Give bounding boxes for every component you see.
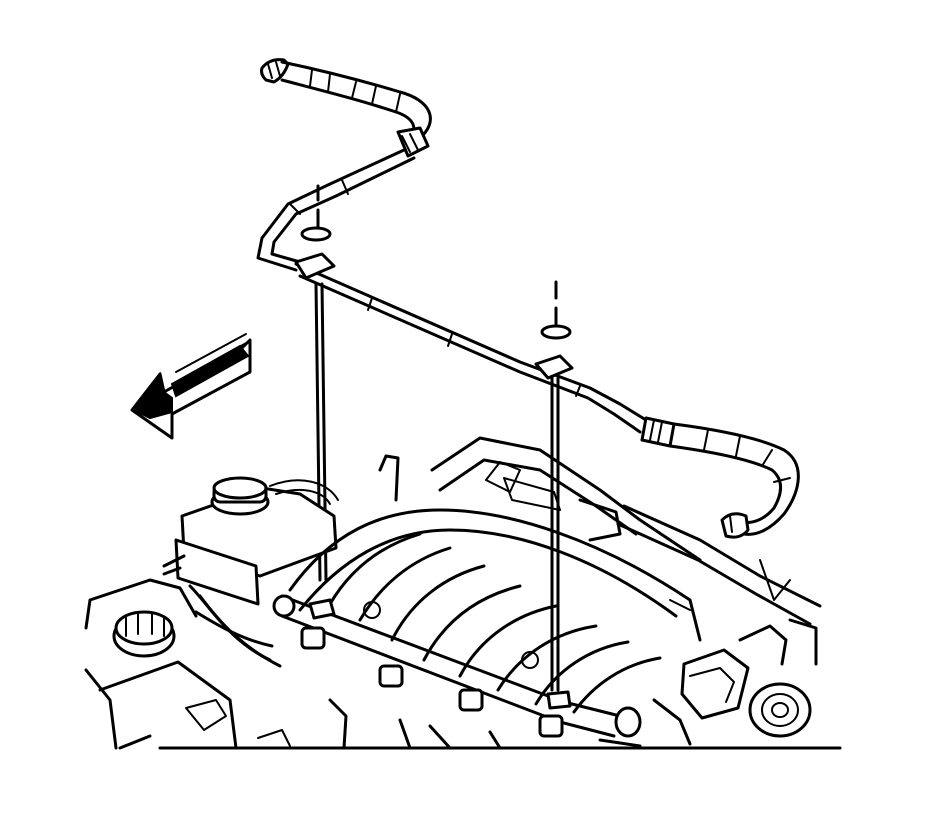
coolant-reservoir [162,476,339,606]
engine-assembly [84,436,842,750]
intake-manifold [272,508,702,738]
throttle-body-area [378,436,822,748]
left-valve-cover [84,578,198,630]
rear-hose-end [720,512,750,539]
right-rail-bolt [546,690,572,710]
front-direction-arrow-icon [130,333,252,440]
right-washer [540,324,572,340]
left-washer [300,226,332,242]
oil-filler-cap [112,610,176,658]
pcv-hose-assembly [256,58,800,539]
left-rail-bolt [308,598,336,620]
